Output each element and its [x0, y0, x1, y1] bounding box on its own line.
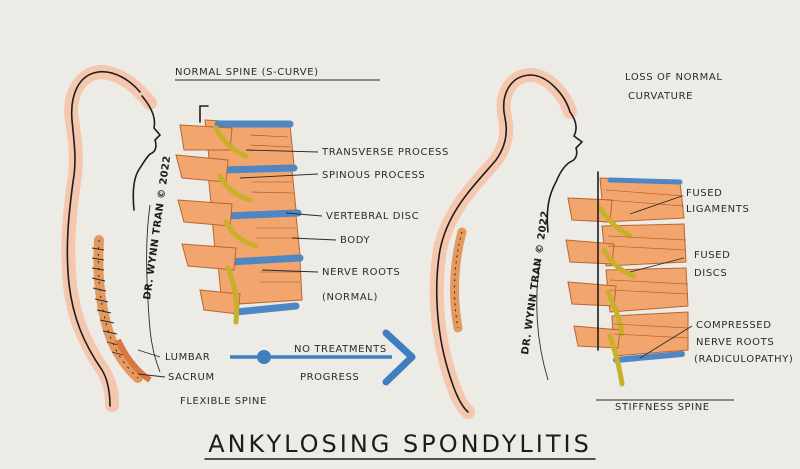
right-front-outline [536, 259, 549, 381]
label-lumbar: LUMBAR [165, 352, 210, 363]
right-header-line2: CURVATURE [628, 91, 693, 102]
left-spinous-processes [175, 124, 241, 315]
right-signature: DR. WYNN TRAN © 2022 [520, 210, 551, 356]
arrow-label-line1: NO TREATMENTS [294, 344, 387, 355]
label-fused-ligaments-1: FUSED [686, 188, 722, 199]
left-vertebral-discs [214, 120, 304, 316]
label-flexible-spine: FLEXIBLE SPINE [180, 396, 267, 407]
left-back-outline [66, 70, 141, 407]
label-spinous-process: SPINOUS PROCESS [322, 170, 425, 181]
label-nerve-roots: NERVE ROOTS [322, 267, 400, 278]
right-back-outline [435, 74, 571, 413]
label-transverse-process: TRANSVERSE PROCESS [321, 147, 449, 158]
label-stiffness-spine: STIFFNESS SPINE [615, 402, 710, 413]
right-header-line1: LOSS OF NORMAL [625, 72, 723, 83]
left-body-figure: DR. WYNN TRAN © 2022 [61, 64, 173, 412]
right-spinous-processes [565, 197, 621, 349]
right-body-figure: DR. WYNN TRAN © 2022 [429, 67, 584, 419]
left-front-outline [146, 204, 161, 373]
right-face-outline [546, 111, 584, 233]
main-title: ANKYLOSING SPONDYLITIS [208, 430, 592, 458]
progress-arrow: NO TREATMENTS PROGRESS [230, 329, 416, 386]
label-body: BODY [340, 235, 371, 246]
left-spine-closeup [175, 105, 304, 325]
right-spine-closeup [565, 171, 689, 387]
left-signature: DR. WYNN TRAN © 2022 [142, 155, 173, 301]
left-nerve-roots [213, 125, 259, 325]
left-labels: TRANSVERSE PROCESS SPINOUS PROCESS VERTE… [239, 147, 449, 303]
label-vertebral-disc: VERTEBRAL DISC [326, 211, 419, 222]
label-sacrum: SACRUM [168, 372, 215, 383]
label-fused-ligaments-2: LIGAMENTS [686, 204, 749, 215]
label-compressed-3: (RADICULOPATHY) [694, 354, 793, 365]
left-figure-spine [91, 235, 152, 383]
left-face-outline [132, 95, 162, 211]
right-labels: FUSED LIGAMENTS FUSED DISCS COMPRESSED N… [596, 188, 793, 413]
left-header: NORMAL SPINE (S-CURVE) [175, 67, 319, 78]
label-fused-discs-1: FUSED [694, 250, 730, 261]
left-figure-labels: LUMBAR SACRUM FLEXIBLE SPINE [165, 352, 267, 407]
label-fused-discs-2: DISCS [694, 268, 727, 279]
right-figure-spine [450, 227, 467, 333]
label-nerve-normal: (NORMAL) [322, 292, 378, 303]
label-compressed-2: NERVE ROOTS [696, 337, 774, 348]
right-vertebral-bodies [599, 177, 689, 357]
label-compressed-1: COMPRESSED [696, 320, 772, 331]
right-fused-discs [607, 177, 685, 363]
right-nerve-roots [597, 205, 637, 387]
arrow-label-line2: PROGRESS [300, 372, 359, 383]
left-skin-halo [61, 64, 157, 412]
right-fused-ligaments [605, 189, 689, 339]
